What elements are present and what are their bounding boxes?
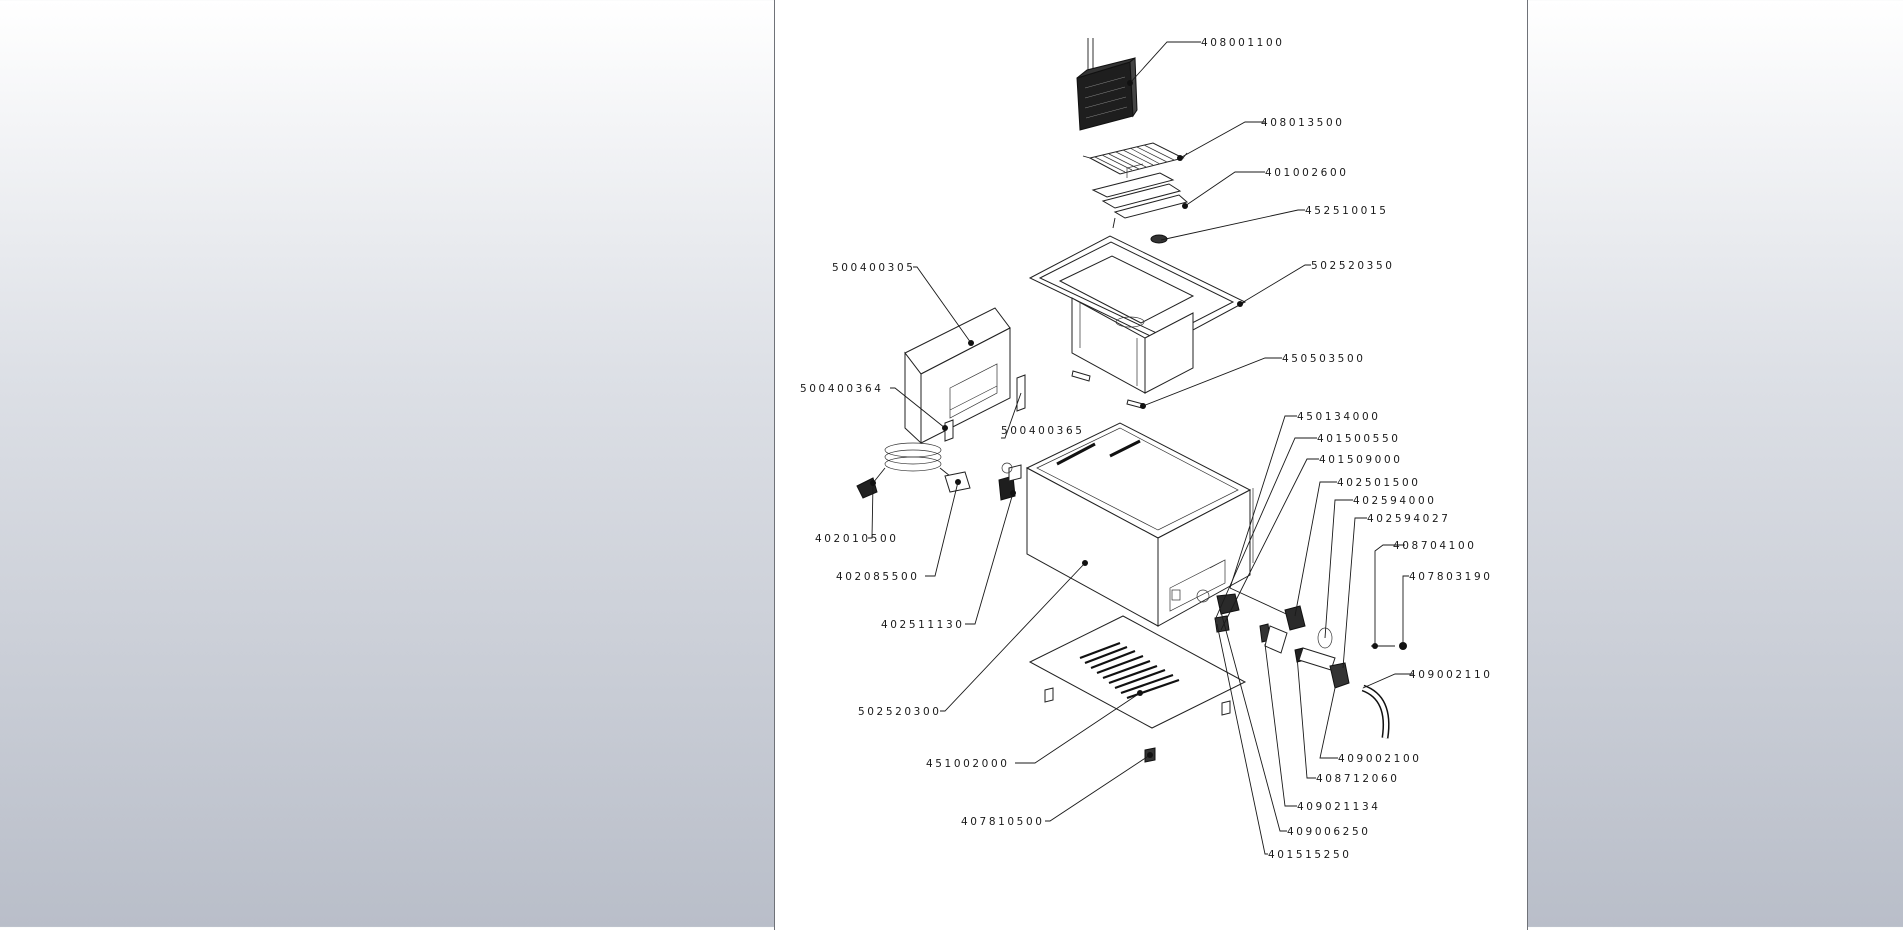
part-label: 401515250 [1268, 849, 1352, 861]
bracket-drawing [944, 370, 1146, 442]
part-label: 402594027 [1367, 513, 1451, 525]
part-label: 452510015 [1305, 205, 1389, 217]
part-label: 409002110 [1409, 669, 1493, 681]
grid-rack-drawing [1082, 142, 1188, 175]
front-panel-drawing [904, 307, 1011, 445]
power-cable-drawing [856, 442, 956, 499]
part-label: 402594000 [1353, 495, 1437, 507]
part-label: 407810500 [961, 816, 1045, 828]
switch-drawing [998, 462, 1022, 501]
part-label: 502520300 [858, 706, 942, 718]
basket-drawing [1076, 38, 1138, 131]
leader-dots [870, 80, 1243, 758]
part-label: 401500550 [1317, 433, 1401, 445]
part-label: 451002000 [926, 758, 1010, 770]
drain-assembly-drawing [1214, 587, 1407, 739]
housing-drawing [1025, 422, 1254, 627]
part-label: 408704100 [1393, 540, 1477, 552]
part-label: 409021134 [1297, 801, 1381, 813]
exploded-diagram: 408001100 408013500 401002600 452510015 … [800, 37, 1493, 861]
part-label: 407803190 [1409, 571, 1493, 583]
part-label: 450503500 [1282, 353, 1366, 365]
part-label: 408001100 [1201, 37, 1285, 49]
part-label: 401509000 [1319, 454, 1403, 466]
part-label: 409006250 [1287, 826, 1371, 838]
part-label: 502520350 [1311, 260, 1395, 272]
part-labels: 408001100 408013500 401002600 452510015 … [800, 37, 1493, 861]
heating-element-drawing [1091, 163, 1189, 229]
part-label: 408013500 [1261, 117, 1345, 129]
part-label: 402010500 [815, 533, 899, 545]
part-label: 402501500 [1337, 477, 1421, 489]
part-label: 409002100 [1338, 753, 1422, 765]
leader-lines [868, 41, 1413, 855]
part-label: 500400305 [832, 262, 916, 274]
part-label: 450134000 [1297, 411, 1381, 423]
part-label: 408712060 [1316, 773, 1400, 785]
part-label: 401002600 [1265, 167, 1349, 179]
part-label: 500400365 [1001, 425, 1085, 437]
part-label: 402511130 [881, 619, 965, 631]
base-plate-drawing [1028, 615, 1247, 729]
part-label: 402085500 [836, 571, 920, 583]
tank-drawing [1028, 235, 1247, 394]
document-page: 408001100 408013500 401002600 452510015 … [774, 0, 1528, 930]
part-label: 500400364 [800, 383, 884, 395]
cable-gland-drawing [944, 471, 971, 493]
